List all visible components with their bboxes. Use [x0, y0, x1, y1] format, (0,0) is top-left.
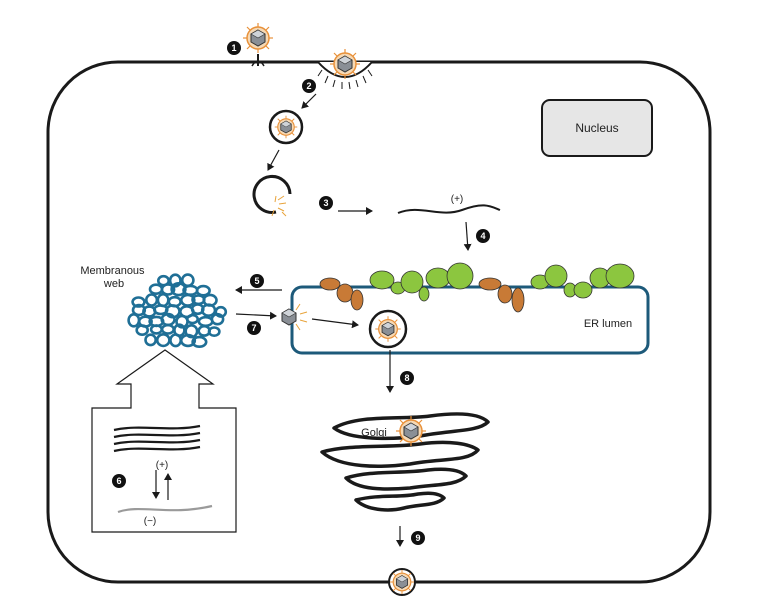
web-vesicle: [179, 333, 197, 348]
web-vesicle: [191, 335, 208, 349]
svg-text:7: 7: [251, 323, 256, 333]
svg-text:5: 5: [254, 276, 259, 286]
step-9-marker: 9: [411, 531, 425, 545]
arrow-endosome-to-fusion: [267, 149, 280, 171]
virion-attachment: [242, 22, 274, 67]
assembling-capsid: [281, 303, 308, 331]
endocytosis-pit: [317, 48, 373, 90]
web-vesicle: [197, 315, 214, 328]
web-vesicle: [210, 312, 225, 326]
step-3-marker: 3: [319, 196, 333, 210]
membranous-web-label: Membranous web: [80, 265, 147, 290]
web-vesicle: [145, 293, 159, 307]
arrow-translation: [463, 221, 472, 251]
web-vesicle: [214, 305, 228, 318]
golgi-apparatus: [320, 412, 490, 512]
golgi-virion: [395, 415, 427, 447]
step-2-marker: 2: [302, 79, 316, 93]
web-vesicle: [149, 324, 163, 335]
step-5-marker: 5: [250, 274, 264, 288]
web-vesicle: [127, 312, 141, 328]
box-positive-strand-label: (+): [156, 460, 169, 471]
web-vesicle: [160, 283, 176, 296]
web-vesicle: [195, 284, 211, 297]
endosome: [268, 109, 304, 145]
er-lumen-label: ER lumen: [584, 318, 632, 330]
step-4-marker: 4: [476, 229, 490, 243]
web-vesicle: [135, 324, 149, 336]
web-vesicle: [155, 333, 171, 348]
web-vesicle: [170, 282, 187, 297]
budded-virion: [368, 309, 408, 349]
web-vesicle: [131, 296, 146, 308]
step-8-marker: 8: [400, 371, 414, 385]
negative-strand-label: (−): [144, 516, 157, 527]
er-polyprotein: [319, 262, 635, 313]
nucleus: Nucleus: [541, 99, 653, 157]
arrow-budding: [311, 318, 359, 329]
web-vesicle: [207, 326, 221, 337]
web-vesicle: [144, 333, 157, 347]
step-1-marker: 1: [227, 41, 241, 55]
svg-text:6: 6: [116, 476, 121, 486]
nucleus-label: Nucleus: [575, 121, 618, 135]
svg-text:3: 3: [323, 198, 328, 208]
golgi-label: Golgi: [361, 427, 387, 439]
released-virion: [388, 568, 416, 596]
svg-text:9: 9: [415, 533, 420, 543]
membranous-web: [127, 273, 228, 349]
cell-membrane: [46, 60, 712, 584]
web-vesicle: [186, 313, 200, 325]
web-vesicle: [148, 283, 164, 296]
negative-strand-rna: [117, 504, 213, 514]
svg-text:2: 2: [306, 81, 311, 91]
svg-text:1: 1: [231, 43, 236, 53]
web-vesicle: [169, 333, 183, 348]
positive-strand-rna: [397, 204, 501, 214]
svg-text:4: 4: [480, 231, 485, 241]
step-7-marker: 7: [247, 321, 261, 335]
step-6-marker: 6: [112, 474, 126, 488]
replication-panel: (+) (−): [91, 349, 237, 533]
arrow-pit-to-endosome: [301, 93, 317, 109]
arrow-to-assembly: [235, 311, 277, 320]
uncoating-vesicle: [252, 174, 292, 217]
web-vesicle: [160, 323, 175, 335]
svg-text:8: 8: [404, 373, 409, 383]
web-vesicle: [168, 273, 182, 288]
positive-strand-label: (+): [451, 194, 464, 205]
